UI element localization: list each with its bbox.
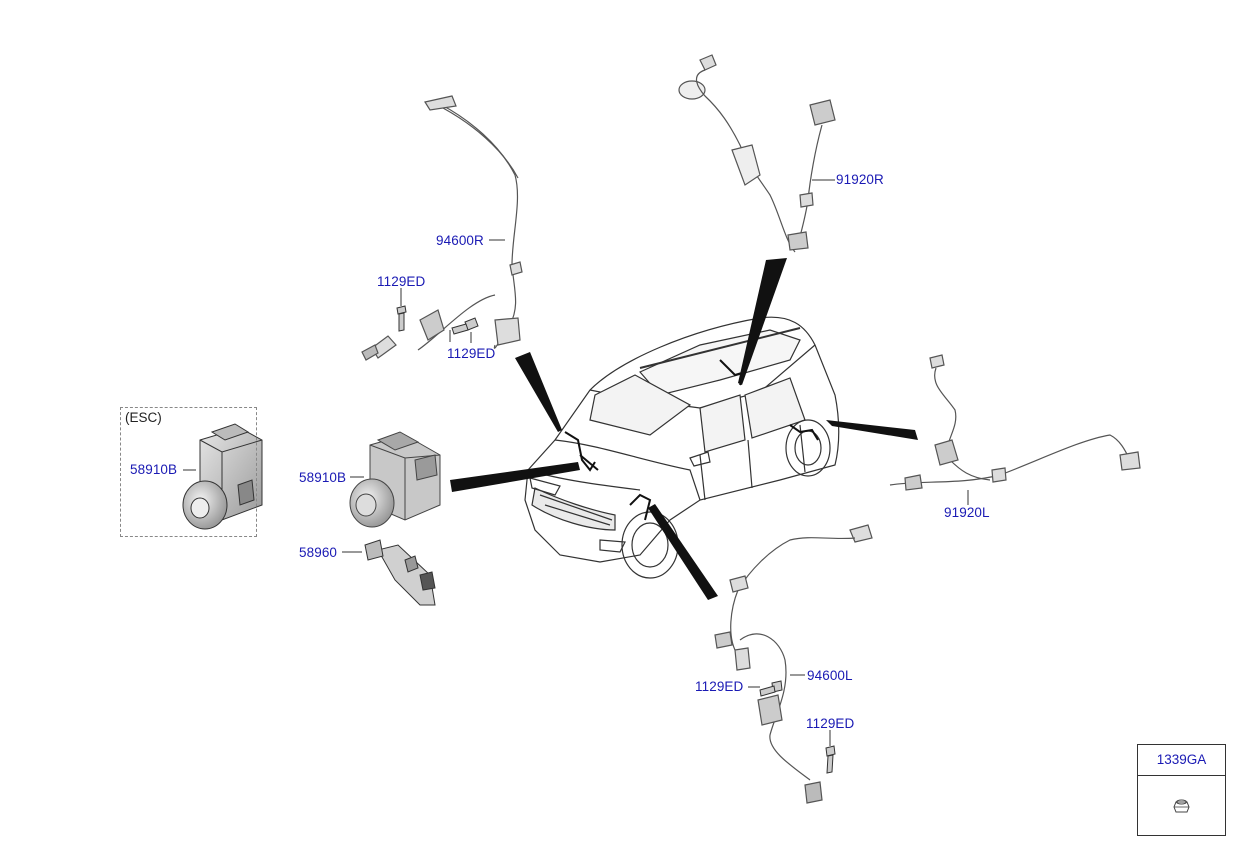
callout-1129ed-fr-lower[interactable]: 1129ED (447, 346, 496, 361)
callout-1129ed-fl-upper[interactable]: 1129ED (695, 679, 744, 694)
callout-91920r[interactable]: 91920R (836, 172, 884, 187)
bolt-icon (396, 305, 479, 335)
reference-part-number[interactable]: 1339GA (1138, 745, 1225, 776)
callout-58960[interactable]: 58960 (299, 545, 338, 560)
reference-part-box: 1339GA (1137, 744, 1226, 836)
vehicle-harness (564, 359, 819, 521)
callout-1129ed-fl-lower[interactable]: 1129ED (806, 716, 855, 731)
hecu-bracket (364, 539, 436, 606)
callout-94600l[interactable]: 94600L (807, 668, 853, 683)
leader-lines (183, 179, 969, 746)
callout-wedges (450, 258, 918, 600)
callout-91920l[interactable]: 91920L (944, 505, 990, 520)
callout-1129ed-fr-upper[interactable]: 1129ED (377, 274, 426, 289)
wheel-speed-sensor-front-right (361, 95, 523, 361)
callout-58910b[interactable]: 58910B (299, 470, 347, 485)
callout-58910b-esc[interactable]: 58910B (130, 462, 178, 477)
hecu-esc-unit (182, 423, 263, 530)
wheel-speed-sensor-rear-right (678, 54, 836, 253)
vehicle-outline (524, 316, 840, 579)
hecu-main-unit (349, 431, 441, 528)
esc-label: (ESC) (125, 410, 162, 425)
wheel-speed-sensor-front-left (714, 524, 873, 804)
wheel-speed-sensor-rear-left (889, 354, 1141, 491)
esc-group-frame (120, 407, 257, 537)
nut-icon (1173, 799, 1190, 813)
bolt-icon (759, 680, 836, 774)
callout-94600r[interactable]: 94600R (436, 233, 484, 248)
